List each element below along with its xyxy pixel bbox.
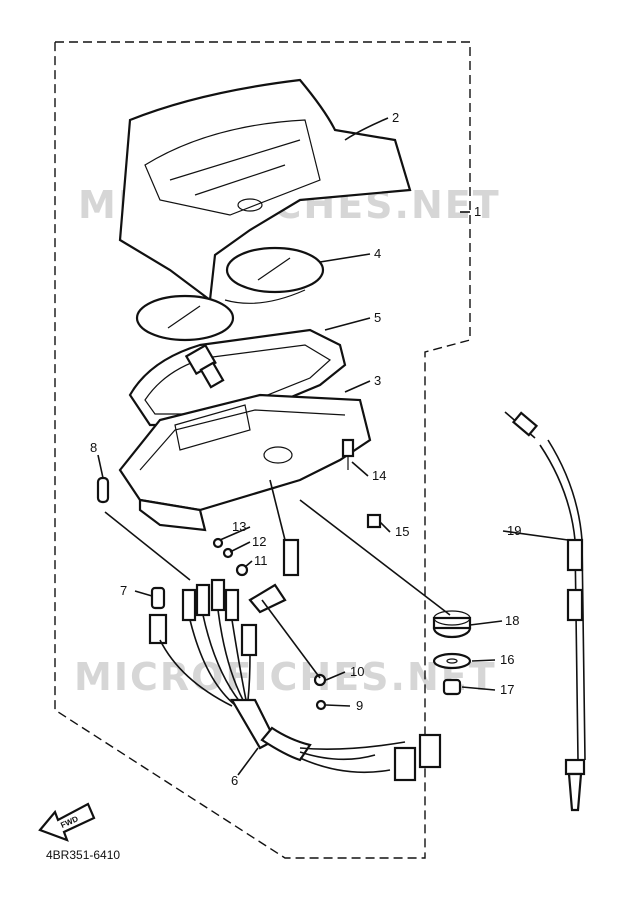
callout-14: 14 [372,468,386,483]
meter-cover [118,78,412,303]
washers-11-13 [212,537,249,577]
gauge-faces [135,246,325,342]
screw-9-10 [313,673,327,711]
speedometer-cable [504,411,586,812]
forward-arrow-icon: FWD [38,802,96,842]
drive-connector [184,343,225,389]
callout-2: 2 [392,110,399,125]
damper-18 [432,610,472,639]
callout-12: 12 [252,534,266,549]
callout-11: 11 [254,553,268,568]
callout-16: 16 [500,652,514,667]
callout-10: 10 [350,664,364,679]
screw-14 [341,438,355,470]
callout-15: 15 [395,524,409,539]
callout-3: 3 [374,373,381,388]
callout-13: 13 [232,519,246,534]
diagram-code: 4BR351-6410 [46,848,120,862]
leader-lines [97,117,569,776]
callout-6: 6 [231,773,238,788]
callout-1: 1 [474,204,481,219]
socket-7 [148,586,168,645]
nut-17 [442,678,462,696]
callout-19: 19 [507,523,521,538]
callout-18: 18 [505,613,519,628]
wire-harness [159,609,442,782]
meter-case [118,393,372,532]
callout-8: 8 [90,440,97,455]
callout-4: 4 [374,246,381,261]
callout-5: 5 [374,310,381,325]
grommet-15 [366,513,382,529]
bulb-sockets [181,538,300,657]
assembly-boundary [54,41,471,859]
callout-17: 17 [500,682,514,697]
callout-7: 7 [120,583,127,598]
callout-9: 9 [356,698,363,713]
washer-16 [432,652,472,670]
bulb-8 [96,476,110,504]
